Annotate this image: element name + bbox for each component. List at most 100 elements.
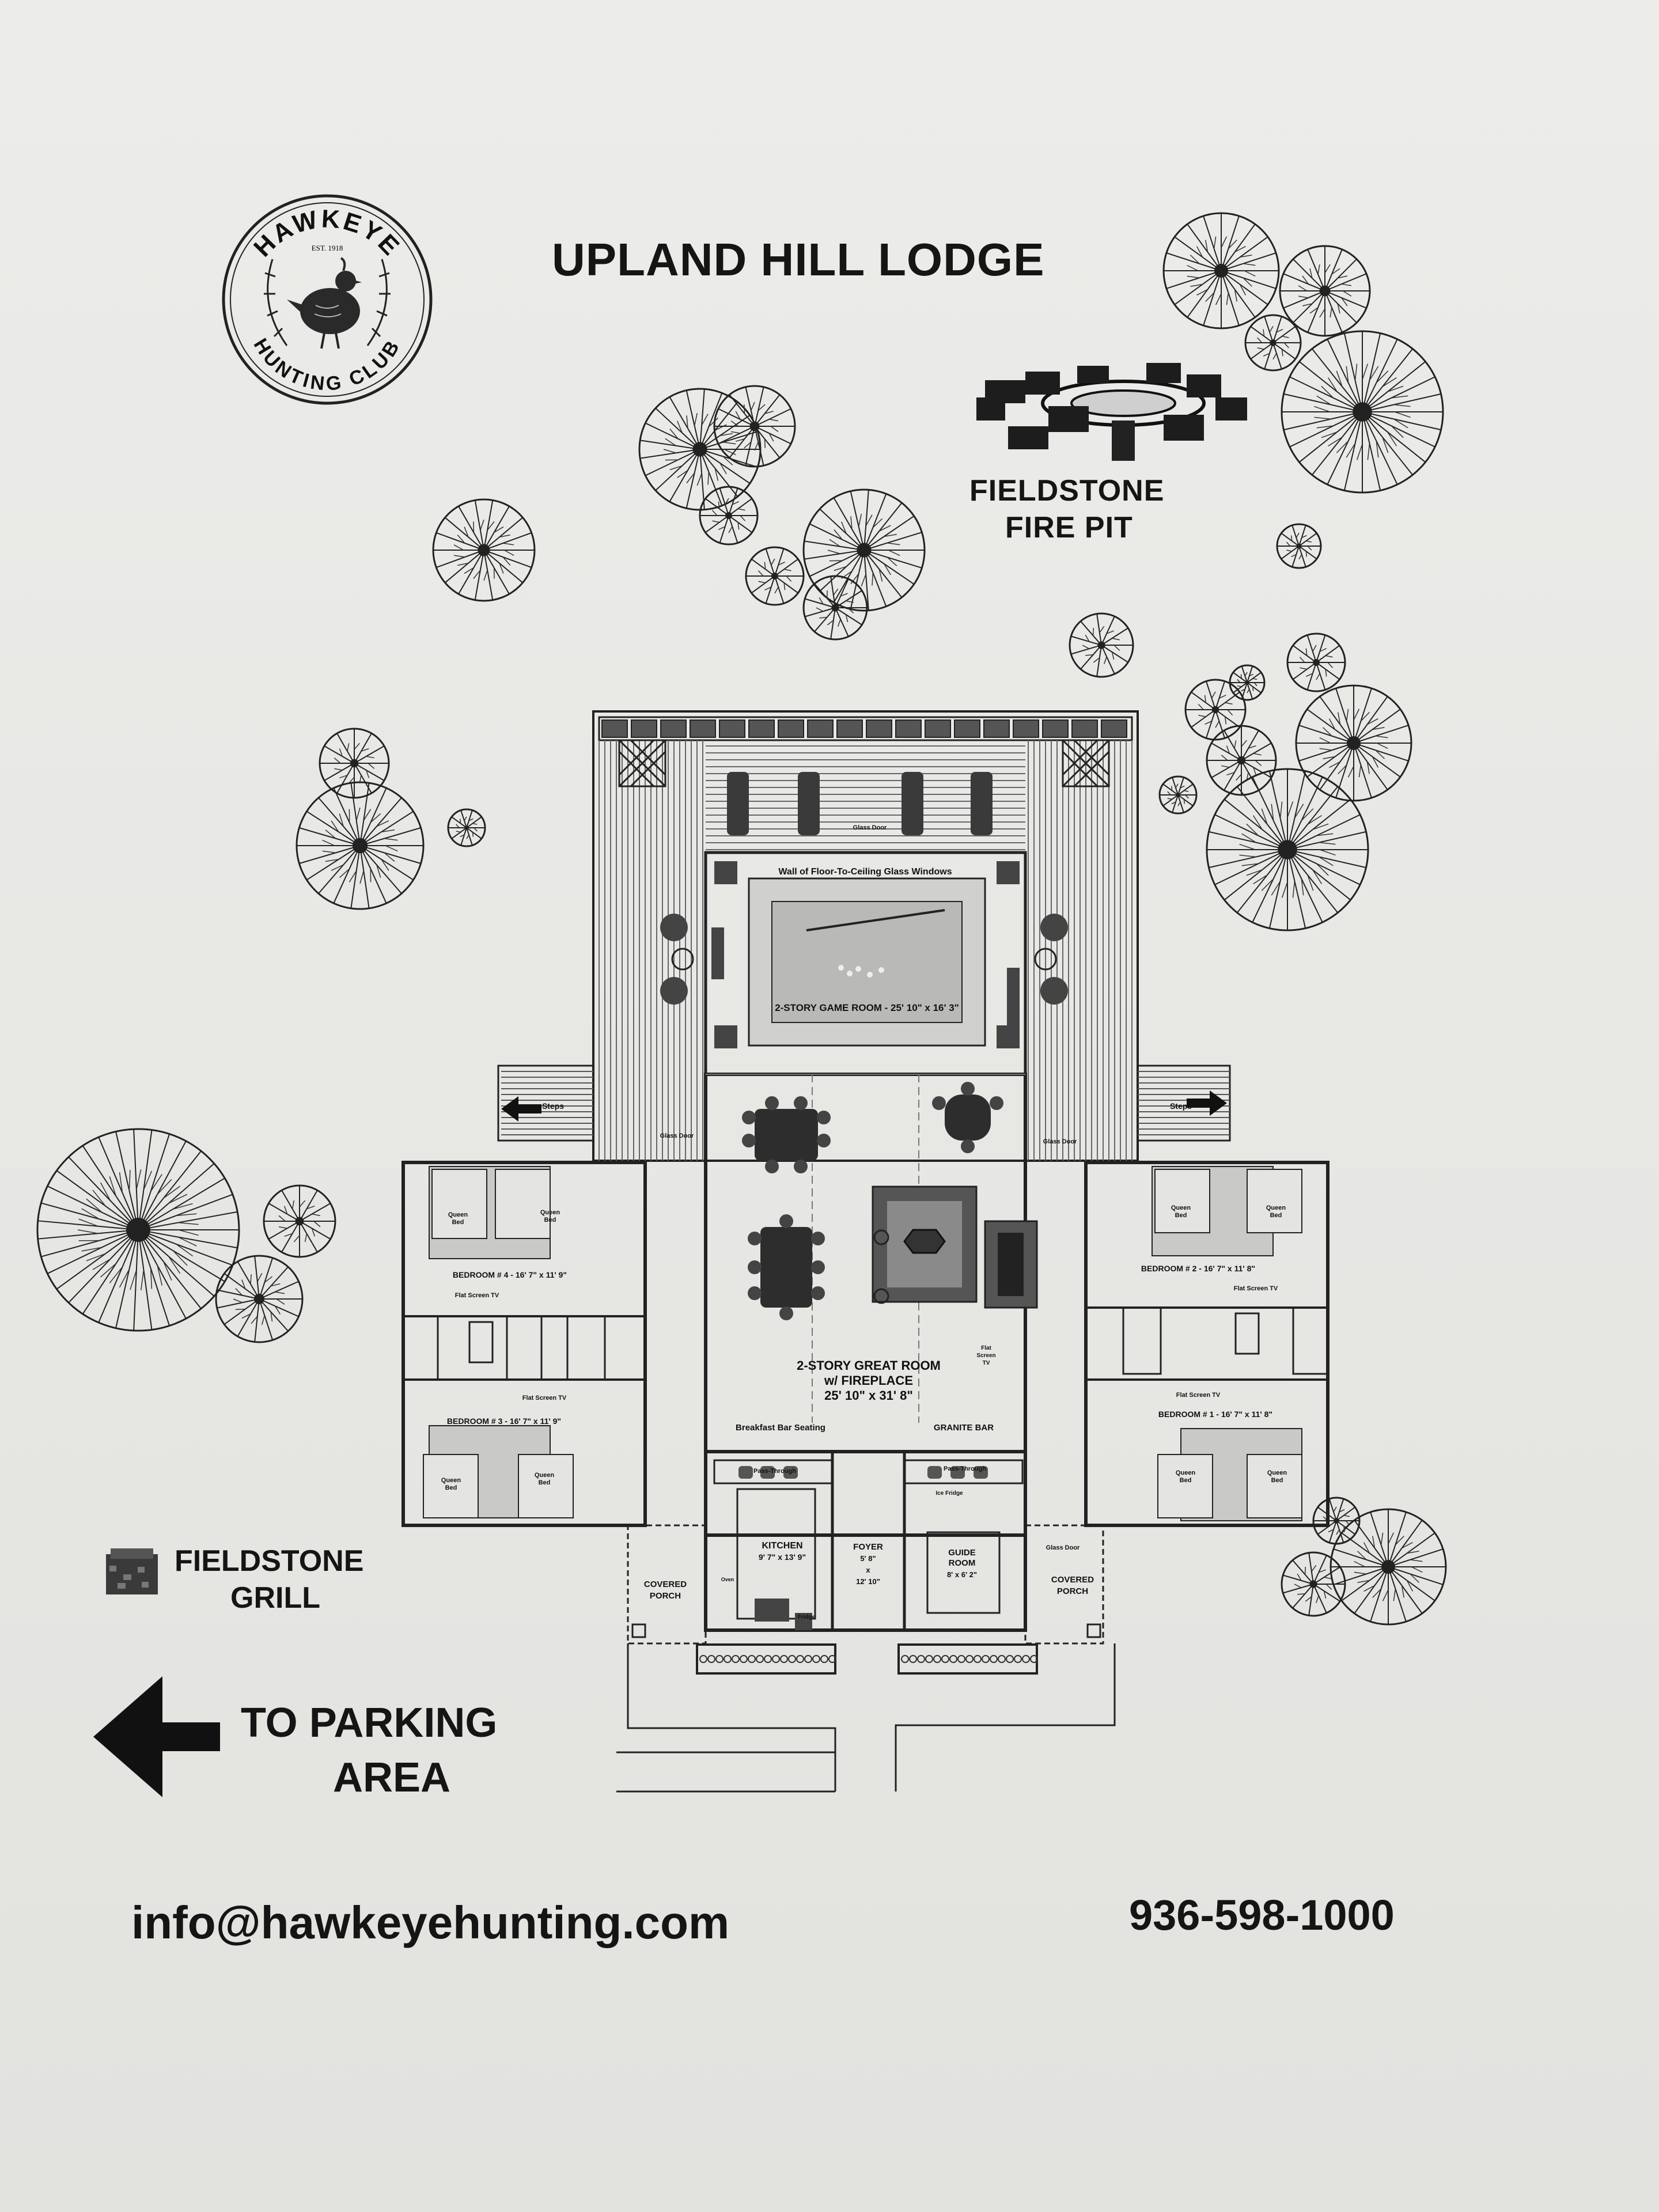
queen-bed-label: Queen — [1176, 1469, 1196, 1476]
queen-bed-label: Bed — [1270, 1212, 1282, 1219]
breakfast-bar-label: Breakfast Bar Seating — [736, 1423, 825, 1433]
grill-icon — [106, 1548, 158, 1594]
pass-through-label: Pass-Through — [944, 1465, 986, 1472]
tree-icon — [802, 575, 868, 641]
tv-short-label: Screen — [976, 1353, 995, 1359]
tree-icon — [638, 388, 762, 511]
steps-right-label: Steps — [1170, 1101, 1192, 1111]
bedroom-3-label: BEDROOM # 3 - 16' 7" x 11' 9" — [447, 1416, 561, 1426]
tree-icon — [713, 385, 796, 468]
ice-fridge-label: Ice Fridge — [935, 1490, 963, 1497]
guide-room-size-label: 8' x 6' 2" — [947, 1570, 977, 1579]
foyer-size-label: 5' 8" — [860, 1554, 876, 1563]
tree-icon — [1069, 612, 1134, 678]
covered-porch-left-label: PORCH — [650, 1591, 681, 1601]
glass-door-porch-label: Glass Door — [1046, 1544, 1080, 1551]
glass-door-right-label: Glass Door — [1043, 1138, 1077, 1145]
club-logo: HAWKEYE HUNTING CLUB EST. 1918 — [222, 194, 433, 405]
oven-label: Oven — [721, 1577, 734, 1582]
parking-label-1: TO PARKING — [241, 1700, 498, 1746]
great-room-label-1: 2-STORY GREAT ROOM — [797, 1358, 941, 1373]
fire-pit-label-1: FIELDSTONE — [969, 474, 1165, 507]
tv-label: Flat Screen TV — [1234, 1285, 1278, 1292]
queen-bed-label: Queen — [448, 1211, 468, 1218]
foyer-size-label: 12' 10" — [856, 1577, 880, 1586]
tree-icon — [1206, 725, 1277, 796]
queen-bed-label: Queen — [441, 1477, 461, 1484]
tree-icon — [802, 488, 926, 612]
tree-icon — [1330, 1508, 1447, 1626]
tree-icon — [1229, 664, 1266, 701]
queen-bed-label: Bed — [1175, 1212, 1187, 1219]
page-title: UPLAND HILL LODGE — [552, 234, 1045, 285]
logo-est-text: EST. 1918 — [312, 244, 343, 252]
queen-bed-label: Queen — [1266, 1205, 1286, 1211]
tree-icon — [319, 728, 390, 799]
tree-icon — [36, 1128, 240, 1332]
tv-short-label: TV — [983, 1360, 990, 1366]
tv-label: Flat Screen TV — [1176, 1392, 1221, 1399]
game-room-label: 2-STORY GAME ROOM - 25' 10" x 16' 3" — [775, 1002, 959, 1013]
tree-icon — [1184, 679, 1247, 741]
covered-porch-right-label: PORCH — [1057, 1586, 1088, 1596]
bedroom-4-label: BEDROOM # 4 - 16' 7" x 11' 9" — [453, 1270, 567, 1279]
tree-icon — [1276, 523, 1322, 569]
floor-plan: Wall of Floor-To-Ceiling Glass Windows 2… — [402, 710, 1330, 1793]
left-arrow-icon — [93, 1676, 220, 1797]
tree-icon — [1279, 245, 1371, 337]
tree-icon — [699, 486, 759, 546]
contact-phone[interactable]: 936-598-1000 — [1129, 1891, 1395, 1939]
tree-icon — [1162, 212, 1280, 329]
tree-icon — [1286, 632, 1346, 692]
tree-icon — [263, 1184, 336, 1258]
tree-icon — [215, 1255, 304, 1343]
tree-icon — [745, 546, 805, 606]
steps-right-arrow-icon — [1187, 1090, 1227, 1116]
queen-bed-label: Queen — [535, 1472, 555, 1479]
glass-door-left-label: Glass Door — [660, 1132, 694, 1139]
covered-porch-left-label: COVERED — [644, 1580, 687, 1589]
grill-label-2: GRILL — [230, 1581, 320, 1615]
tree-icon — [447, 808, 486, 847]
queen-bed-label: Bed — [1271, 1477, 1283, 1484]
tree-icon — [1206, 768, 1369, 931]
parking-label-2: AREA — [333, 1755, 451, 1801]
contact-email[interactable]: info@hawkeyehunting.com — [131, 1897, 730, 1948]
tv-label: Flat Screen TV — [522, 1395, 567, 1402]
windows-label: Wall of Floor-To-Ceiling Glass Windows — [778, 867, 952, 877]
trees-group — [36, 212, 1447, 1626]
queen-bed-label: Bed — [452, 1219, 464, 1226]
rear-deck — [592, 710, 1139, 1162]
quail-icon — [287, 257, 362, 349]
covered-porch-right-label: COVERED — [1051, 1575, 1094, 1585]
queen-bed-label: Queen — [1171, 1205, 1191, 1211]
kitchen-size-label: 9' 7" x 13' 9" — [759, 1552, 806, 1562]
foyer-size-label: x — [866, 1566, 870, 1574]
steps-left-label: Steps — [542, 1101, 564, 1111]
tree-icon — [1281, 1551, 1346, 1617]
guide-room-label: ROOM — [949, 1558, 976, 1568]
queen-bed-label: Bed — [1180, 1477, 1192, 1484]
tree-icon — [1244, 314, 1302, 372]
tree-icon — [1295, 684, 1412, 802]
tree-icon — [1158, 775, 1198, 815]
queen-bed-label: Bed — [539, 1479, 551, 1486]
queen-bed-label: Queen — [540, 1209, 560, 1216]
queen-bed-label: Bed — [445, 1484, 457, 1491]
fire-pit-icon — [976, 363, 1247, 461]
tree-icon — [296, 781, 425, 910]
great-room-label-2: w/ FIREPLACE — [824, 1373, 913, 1388]
grill-label-1: FIELDSTONE — [175, 1544, 364, 1578]
bedroom-1-label: BEDROOM # 1 - 16' 7" x 11' 8" — [1158, 1410, 1272, 1419]
tv-short-label: Flat — [981, 1345, 991, 1351]
tree-icon — [1281, 330, 1444, 494]
tree-icon — [1312, 1497, 1361, 1545]
great-room-label-3: 25' 10" x 31' 8" — [824, 1388, 913, 1403]
foyer-label: FOYER — [853, 1542, 883, 1552]
wreath-icon — [264, 259, 391, 346]
queen-bed-label: Queen — [1267, 1469, 1287, 1476]
glass-door-label: Glass Door — [853, 824, 887, 831]
bedroom-2-label: BEDROOM # 2 - 16' 7" x 11' 8" — [1141, 1264, 1255, 1273]
guide-room — [926, 1531, 1001, 1614]
